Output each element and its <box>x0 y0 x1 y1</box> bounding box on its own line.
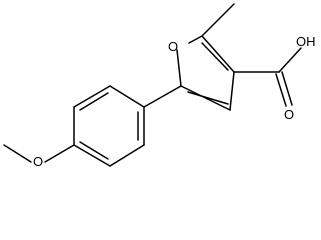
bond-phenyl-ether-o <box>44 144 75 163</box>
bond-carboxyl-oh <box>278 47 302 73</box>
bond-c5-phenyl <box>143 85 182 108</box>
ether-oxygen-label: O <box>33 154 43 169</box>
bond-ether-o-methyl <box>3 144 32 163</box>
bond-c3-c2 <box>201 35 235 73</box>
bond-carbonyl-a <box>275 73 287 107</box>
bond-c5-c4-inner <box>187 91 229 105</box>
hydroxyl-label: OH <box>296 34 316 49</box>
chemical-structure: O O OH O <box>3 3 316 169</box>
bond-phenyl-inner-3 <box>79 92 109 111</box>
bond-phenyl-5 <box>73 85 111 108</box>
bond-c2-methyl <box>201 3 235 37</box>
bond-carbonyl-b <box>281 71 293 106</box>
ring-oxygen-label: O <box>168 39 178 54</box>
bond-o1-c5 <box>176 49 182 87</box>
bond-c4-c3 <box>229 71 235 111</box>
bond-c2-o1 <box>188 35 203 44</box>
bond-phenyl-3 <box>73 144 111 167</box>
bond-c3-c2-inner <box>201 42 229 71</box>
bond-phenyl-inner-2 <box>79 141 109 160</box>
bond-phenyl-2 <box>109 144 145 167</box>
bond-phenyl-6 <box>109 85 145 108</box>
carbonyl-oxygen-label: O <box>284 107 294 122</box>
